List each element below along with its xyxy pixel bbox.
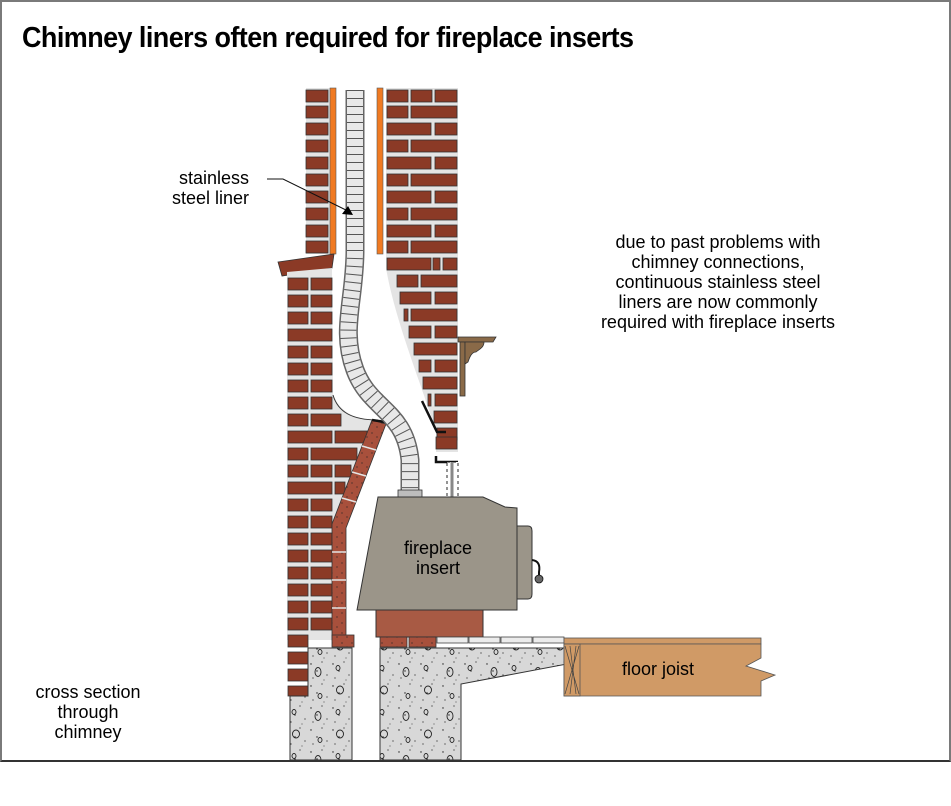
liner-callout xyxy=(267,178,353,215)
liner-label-line-2: steel liner xyxy=(172,188,250,208)
note-text: due to past problems with chimney connec… xyxy=(578,232,858,332)
section-label: cross section through chimney xyxy=(24,682,152,742)
insert-label-line-2: insert xyxy=(415,558,460,578)
insert-label-line-1: fireplace xyxy=(403,538,473,558)
note-line-4: liners are now commonly xyxy=(618,292,818,312)
firebrick-back-wall xyxy=(331,419,387,648)
fireplace-insert xyxy=(356,496,544,638)
lower-lintel-bricks xyxy=(435,436,458,450)
liner-label-line-1: stainless xyxy=(179,168,250,188)
liner-label: stainless steel liner xyxy=(172,168,249,208)
flue-tile-right xyxy=(376,87,384,255)
note-line-5: required with fireplace inserts xyxy=(600,312,836,332)
section-label-line-3: chimney xyxy=(54,722,122,742)
left-upper-brick-column xyxy=(305,88,330,254)
joist-label: floor joist xyxy=(622,659,695,679)
hearth xyxy=(379,636,565,648)
left-lower-brick-mass xyxy=(287,268,379,697)
section-label-line-1: cross section xyxy=(35,682,141,702)
hidden-framing xyxy=(446,461,459,499)
section-label-line-2: through xyxy=(57,702,119,722)
concrete-foundation xyxy=(289,647,568,761)
insert-handle xyxy=(531,559,541,578)
insert-label: fireplace insert xyxy=(388,538,488,578)
note-line-3: continuous stainless steel xyxy=(615,272,821,292)
right-upper-brick-wall xyxy=(386,88,458,256)
note-line-2: chimney connections, xyxy=(631,252,805,272)
floor-joist xyxy=(563,637,777,697)
note-line-1: due to past problems with xyxy=(615,232,821,252)
mantel-bracket xyxy=(457,336,497,397)
page-title: Chimney liners often required for firepl… xyxy=(22,22,634,54)
flue-tile-left xyxy=(329,87,337,255)
